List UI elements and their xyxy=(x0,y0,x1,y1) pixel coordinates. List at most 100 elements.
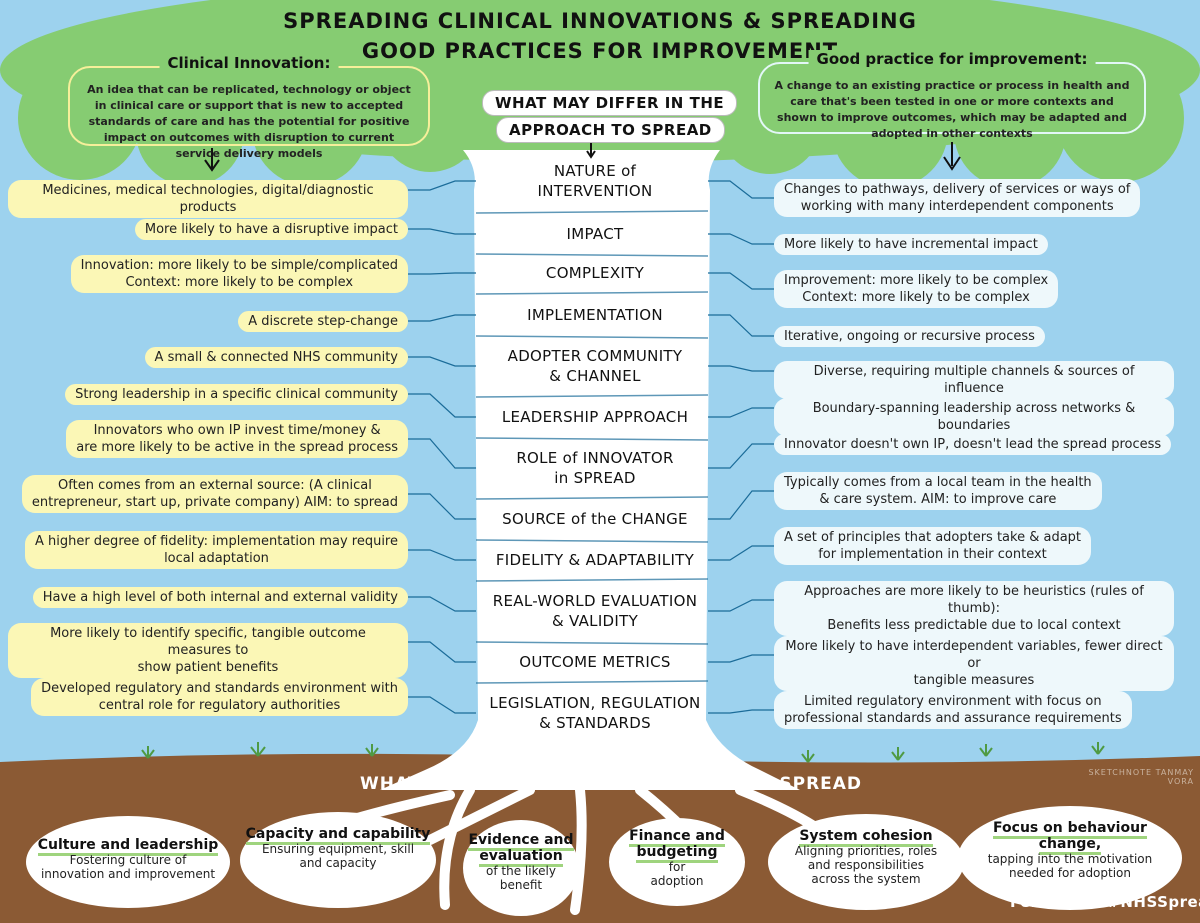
trunk-label-line: ADOPTER COMMUNITY xyxy=(507,347,683,365)
trunk-divider xyxy=(475,394,709,398)
trunk-label: REAL-WORLD EVALUATION & VALIDITY xyxy=(470,591,720,631)
right-connector xyxy=(708,443,774,469)
similar-banner: WHAT IS SIMILAR IN THE APPROACH TO SPREA… xyxy=(360,774,863,794)
left-connector xyxy=(408,438,476,469)
down-arrows xyxy=(204,142,961,172)
trunk-label-line: LEGISLATION, REGULATION xyxy=(489,694,701,712)
similar-item-title-text: Focus on behaviour change, xyxy=(993,820,1147,855)
similar-item-body-line: innovation and improvement xyxy=(40,867,216,881)
left-connector xyxy=(408,493,476,520)
good-practice-trait: Iterative, ongoing or recursive process xyxy=(774,325,1045,347)
similar-item: Focus on behaviour change,tapping into t… xyxy=(966,820,1174,880)
clinical-innovation-trait: More likely to have a disruptive impact xyxy=(134,218,408,240)
right-connector xyxy=(708,180,774,199)
right-connector xyxy=(708,709,774,714)
left-connector xyxy=(408,549,476,561)
good-practice-trait: A set of principles that adopters take &… xyxy=(774,527,1092,565)
footer-date: Feb 2023 xyxy=(1010,893,1092,911)
right-connector xyxy=(708,365,774,372)
clinical-innovation-trait-line: Innovation: more likely to be simple/com… xyxy=(80,258,398,273)
good-practice-trait-line: Context: more likely to be complex xyxy=(802,290,1030,305)
sketchnote-credit: SKETCHNOTE TANMAY VORA xyxy=(1088,768,1194,786)
good-practice-trait-line: working with many interdependent compone… xyxy=(800,199,1114,214)
differ-banner-line-2: APPROACH TO SPREAD xyxy=(496,117,725,143)
similar-item-title-text: Culture and leadership xyxy=(37,837,219,856)
clinical-innovation-trait: A higher degree of fidelity: implementat… xyxy=(24,531,408,569)
similar-item-title-text: Capacity and capability xyxy=(245,826,431,845)
root-pods xyxy=(26,806,1182,916)
similar-item-body-line: Ensuring equipment, skill xyxy=(261,842,415,856)
trunk-label: SOURCE of the CHANGE xyxy=(470,509,720,529)
trunk-label-line: & CHANNEL xyxy=(549,367,641,385)
left-connector xyxy=(408,393,476,418)
good-practice-trait-line: Typically comes from a local team in the… xyxy=(784,475,1092,490)
trunk-label-line: ROLE of INNOVATOR xyxy=(516,449,674,467)
good-practice-trait-line: professional standards and assurance req… xyxy=(784,711,1122,726)
title-line-2: GOOD PRACTICES FOR IMPROVEMENT xyxy=(361,39,839,63)
similar-item-body-line: of the likely xyxy=(486,864,556,878)
differ-banner-line-1: WHAT MAY DIFFER IN THE xyxy=(482,90,738,116)
center-down-arrow-icon xyxy=(586,142,596,159)
footer: Feb 2023 #NHSSpread xyxy=(1010,893,1200,911)
similar-item-body-line: and responsibilities xyxy=(807,858,925,872)
good-practice-trait-line: for implementation in their context xyxy=(818,547,1047,562)
trunk-label: IMPLEMENTATION xyxy=(470,305,720,325)
clinical-innovation-trait: Strong leadership in a specific clinical… xyxy=(65,383,408,405)
clinical-innovation-trait: Often comes from an external source: (A … xyxy=(21,475,408,513)
right-connector xyxy=(708,654,774,663)
trunk-label-line: NATURE of xyxy=(553,162,637,180)
trunk-divider xyxy=(475,437,709,441)
clinical-innovation-trait-line: More likely to have a disruptive impact xyxy=(144,221,398,237)
good-practice-trait-line: Boundary-spanning leadership across netw… xyxy=(812,400,1136,433)
right-connector xyxy=(708,490,774,520)
similar-item-title: Capacity and capability xyxy=(245,826,431,845)
trunk-divider xyxy=(475,578,709,582)
clinical-innovation-trait-line: Innovators who own IP invest time/money … xyxy=(93,423,381,438)
trunk-divider xyxy=(475,291,709,295)
similar-item-body-line: adoption xyxy=(650,874,704,888)
good-practice-trait: Typically comes from a local team in the… xyxy=(774,472,1102,510)
clinical-innovation-text: An idea that can be replicated, technolo… xyxy=(87,83,411,160)
trunk-label-line: COMPLEXITY xyxy=(545,264,645,282)
left-connector xyxy=(408,272,476,275)
clinical-innovation-trait-line: A small & connected NHS community xyxy=(154,349,398,365)
good-practice-trait-line: & care system. AIM: to improve care xyxy=(819,492,1057,507)
tree-foliage xyxy=(0,0,1200,188)
similar-item-title: Culture and leadership xyxy=(33,837,223,856)
trunk-divider xyxy=(475,335,709,339)
trunk-label: ADOPTER COMMUNITY & CHANNEL xyxy=(470,346,720,386)
good-practice-trait: Boundary-spanning leadership across netw… xyxy=(774,397,1174,436)
similar-item-title: System cohesion xyxy=(774,828,958,847)
right-connector xyxy=(708,599,774,612)
similar-item-body-line: tapping into the motivation xyxy=(987,852,1153,866)
good-practice-heading: Good practice for improvement: xyxy=(808,50,1096,68)
left-connector xyxy=(408,596,476,612)
good-practice-trait-line: More likely to have incremental impact xyxy=(784,236,1038,252)
right-connector xyxy=(708,272,774,290)
trunk-label-line: REAL-WORLD EVALUATION xyxy=(492,592,698,610)
similar-item-title: Finance and budgeting xyxy=(613,828,741,863)
good-practice-trait-line: Iterative, ongoing or recursive process xyxy=(784,328,1035,344)
good-practice-definition: Good practice for improvement: A change … xyxy=(758,50,1146,140)
left-connector xyxy=(408,228,476,235)
similar-item-title-text: System cohesion xyxy=(799,828,933,847)
clinical-innovation-trait: Innovation: more likely to be simple/com… xyxy=(70,255,408,293)
right-connector xyxy=(708,233,774,245)
trunk-label-line: FIDELITY & ADAPTABILITY xyxy=(495,551,695,569)
good-practice-trait-line: Benefits less predictable due to local c… xyxy=(827,618,1121,633)
clinical-innovation-trait-line: local adaptation xyxy=(164,551,269,566)
clinical-innovation-trait-line: Developed regulatory and standards envir… xyxy=(41,681,398,696)
clinical-innovation-trait: A discrete step-change xyxy=(238,310,408,332)
trunk-label-line: SOURCE of the CHANGE xyxy=(502,510,688,528)
trunk-label-line: & VALIDITY xyxy=(551,612,639,630)
trunk-divider xyxy=(475,210,709,214)
